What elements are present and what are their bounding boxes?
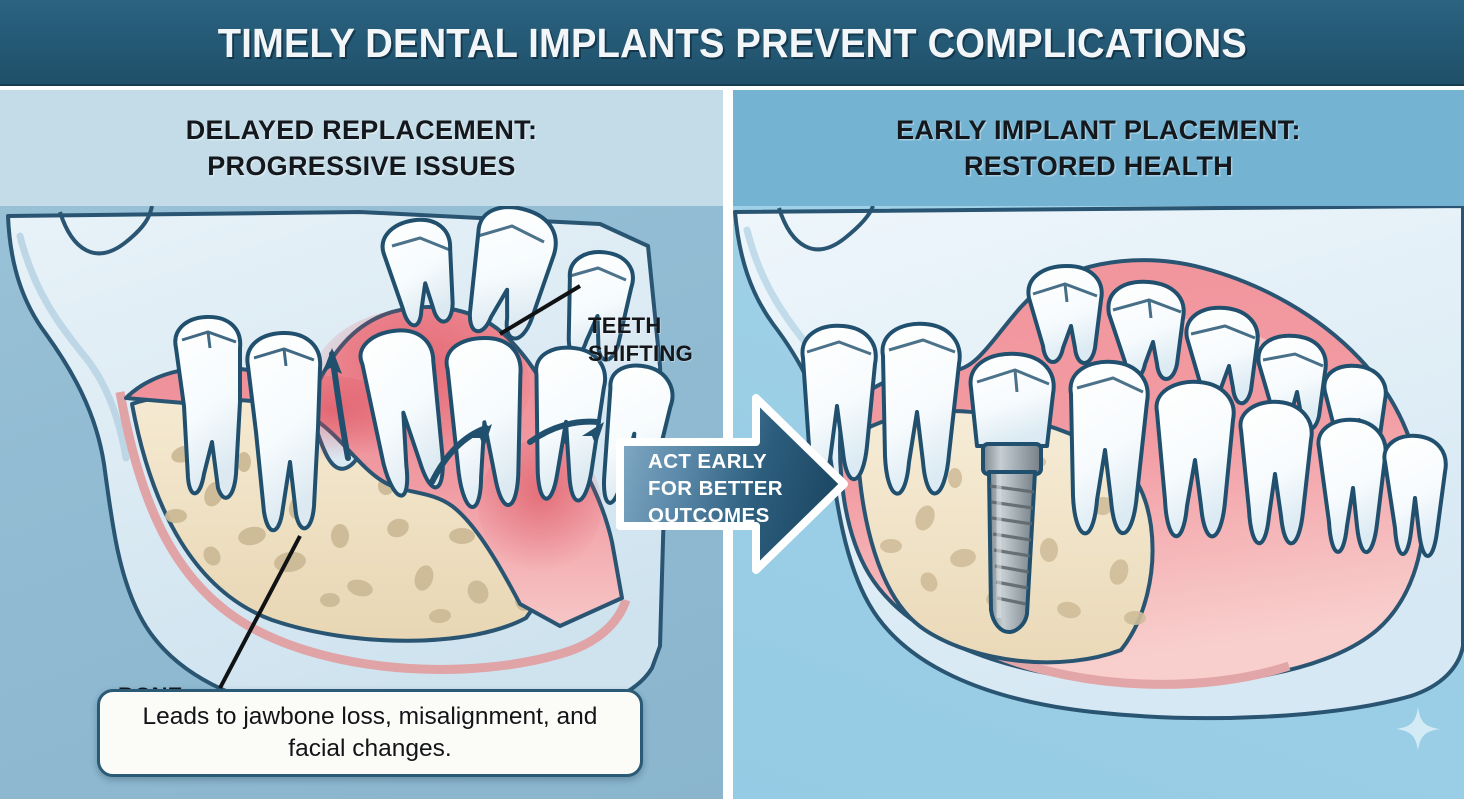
tooth-long-root-2 [444, 335, 523, 509]
teeth-shifting-arrowheads [322, 348, 604, 448]
tooth-ant-1 [880, 321, 962, 496]
implant-abutment [981, 442, 1043, 476]
tooth-ant-3 [1068, 359, 1150, 536]
bone-resorption-leader-line [218, 535, 302, 689]
tooth-ant-4 [1154, 379, 1236, 539]
left-panel-header: DELAYED REPLACEMENT: PROGRESSIVE ISSUES [0, 90, 723, 206]
page-title: TIMELY DENTAL IMPLANTS PREVENT COMPLICAT… [217, 19, 1247, 66]
tooth-long-root-1 [358, 328, 445, 498]
arrow-label: ACT EARLY FOR BETTER OUTCOMES [648, 448, 800, 529]
panel-early-implant: EARLY IMPLANT PLACEMENT: RESTORED HEALTH [733, 90, 1464, 799]
tooth-group-left [173, 314, 323, 533]
left-header-line-2: PROGRESSIVE ISSUES [207, 151, 516, 181]
cortical-band [115, 391, 631, 674]
right-panel-header: EARLY IMPLANT PLACEMENT: RESTORED HEALTH [733, 90, 1464, 206]
anterior-grooves [806, 338, 1144, 394]
teeth-shifting-line-1: TEETH [588, 313, 662, 338]
title-bar: TIMELY DENTAL IMPLANTS PREVENT COMPLICAT… [0, 0, 1464, 86]
tooth-tilted-1 [380, 217, 455, 328]
tooth-molar-2 [245, 330, 323, 533]
tooth-molar-1 [173, 314, 243, 500]
ramus-notch-right [777, 206, 875, 252]
teeth-shifting-leader-line [498, 284, 582, 336]
left-caption-text: Leads to jawbone loss, misalignment, and… [142, 703, 598, 762]
right-jaw-illustration [733, 206, 1464, 799]
tooth-tilted-2 [467, 206, 558, 341]
posterior-grooves [1032, 282, 1324, 368]
tooth-ant-6 [1316, 417, 1388, 554]
left-caption-box: Leads to jawbone loss, misalignment, and… [97, 689, 643, 777]
tooth-ant-5 [1238, 399, 1314, 546]
teeth-shifting-line-2: SHIFTING [588, 341, 694, 366]
annotation-teeth-shifting: TEETH SHIFTING [588, 312, 693, 368]
right-header-line-2: RESTORED HEALTH [963, 151, 1233, 181]
dental-implant [981, 442, 1043, 634]
implant-crown [968, 351, 1056, 448]
tooth-ant-7 [1382, 433, 1448, 558]
occlusal-grooves [181, 330, 315, 367]
ramus-notch [58, 206, 154, 256]
sparkle-icon [1396, 707, 1440, 751]
arrow-line-3: OUTCOMES [648, 504, 770, 527]
panel-delayed-replacement: DELAYED REPLACEMENT: PROGRESSIVE ISSUES [0, 90, 723, 799]
arrow-line-1: ACT EARLY [648, 450, 768, 473]
left-header-line-1: DELAYED REPLACEMENT: [185, 115, 538, 145]
right-header-line-1: EARLY IMPLANT PLACEMENT: [896, 115, 1301, 145]
arrow-line-2: FOR BETTER [648, 477, 783, 500]
tooth-row-anterior [800, 321, 1448, 558]
jaw-inner-shade [16, 232, 130, 462]
shifting-teeth-grooves [391, 224, 627, 282]
